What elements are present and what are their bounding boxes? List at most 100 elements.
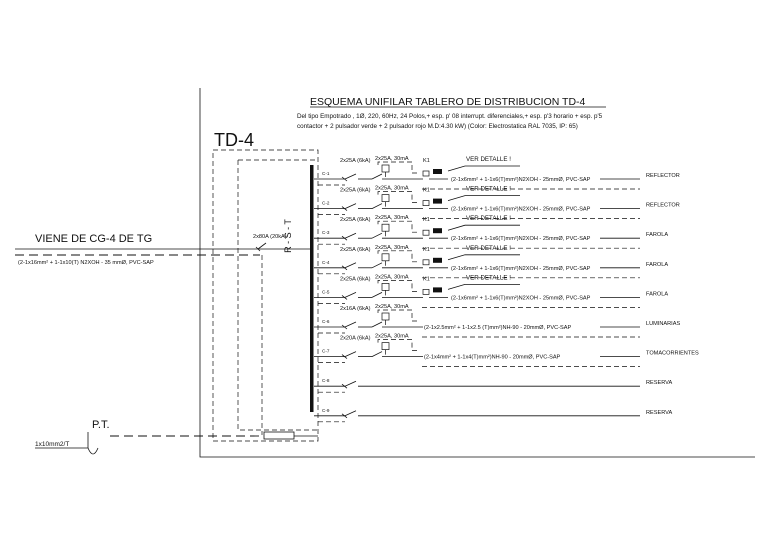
differential-label: 2x25A, 30mA [375,186,409,192]
main-busbar [310,165,314,412]
differential-sensor-icon [381,312,390,321]
board-label: TD-4 [214,130,254,150]
differential-label: 2x25A, 30mA [375,304,409,310]
contactor-label: K1 [423,158,430,164]
load-label: REFLECTOR [646,173,680,179]
load-label: FAROLA [646,232,668,238]
circuit-id: C-9 [322,408,330,413]
detail-leader [447,284,520,290]
ground-symbol-icon [87,447,99,455]
breaker-trip-icon [341,235,348,241]
differential-sensor-icon [381,164,390,173]
detail-note: VER DETALLE ! [466,274,511,281]
load-label: FAROLA [646,291,668,297]
breaker-switch-icon [344,321,357,328]
breaker-trip-icon [341,295,348,300]
description-line-1: Del tipo Empotrado , 1Ø, 220, 60Hz, 24 P… [297,113,603,120]
differential-switch-icon [371,351,383,357]
differential-switch-icon [371,321,383,328]
breaker-label: 2x25A (6kA) [340,158,371,164]
detail-leader [447,195,520,201]
contactor-coil-icon [422,200,430,206]
breaker-trip-icon [341,206,348,211]
differential-sensor-icon [381,223,390,232]
differential-sensor-icon [381,253,390,262]
contactor-aux-icon [433,198,442,204]
breaker-label: 2x16A (6kA) [340,306,371,312]
breaker-switch-icon [344,232,357,239]
breaker-trip-icon [341,413,348,419]
contactor-label: K1 [423,247,430,253]
feeder-label: VIENE DE CG-4 DE TG [35,233,152,245]
circuit-cable: (2-1x6mm² + 1-1x6(T)mm²)N2XOH - 25mmØ, P… [451,295,591,301]
board-enclosure [212,149,319,442]
differential-switch-icon [371,262,383,269]
description-line-2: contactor + 2 pulsador verde + 2 pulsado… [297,123,578,130]
breaker-label: 2x25A (6kA) [340,247,371,253]
differential-label: 2x25A, 30mA [375,156,409,162]
circuit-id: C-7 [322,349,330,354]
load-label: RESERVA [646,380,672,386]
circuit-cable: (2-1x6mm² + 1-1x6(T)mm²)N2XOH - 25mmØ, P… [451,266,591,272]
contactor-aux-icon [433,287,442,293]
differential-sensor-icon [381,194,390,202]
breaker-switch-icon [344,410,357,417]
load-label: TOMACORRIENTES [646,351,699,357]
circuit-id: C-4 [322,260,330,265]
detail-leader [447,254,520,261]
detail-note: VER DETALLE ! [466,156,511,163]
differential-switch-icon [371,232,383,239]
differential-link [377,280,420,298]
contactor-label: K1 [423,188,430,194]
differential-sensor-icon [381,342,390,350]
circuit-cable: (2-1x2.5mm² + 1-1x2.5 (T)mm²)NH-90 - 20m… [424,325,571,331]
differential-switch-icon [371,173,383,180]
circuit-cable: (2-1x6mm² + 1-1x6(T)mm²)N2XOH - 25mmØ, P… [451,207,591,213]
differential-label: 2x25A, 30mA [375,215,409,221]
differential-link [377,161,420,179]
ground-bar [263,431,295,440]
detail-note: VER DETALLE ! [466,215,511,222]
breaker-trip-icon [341,383,348,389]
circuit-cable: (2-1x4mm² + 1-1x4(T)mm²)NH-90 - 20mmØ, P… [424,355,561,361]
load-label: REFLECTOR [646,203,680,209]
contactor-coil-icon [422,289,430,295]
contactor-coil-icon [422,259,430,266]
differential-link [377,309,420,327]
detail-leader [447,224,520,231]
load-label: RESERVA [646,410,672,416]
breaker-switch-icon [344,203,357,209]
contactor-coil-icon [422,170,430,177]
incoming-feeder: VIENE DE CG-4 DE TG (2-1x16mm² + 1-1x10(… [15,233,310,435]
breaker-trip-icon [341,265,348,271]
circuit-id: C-8 [322,378,330,383]
differential-switch-icon [371,292,383,298]
breaker-label: 2x25A (6kA) [340,217,371,223]
circuit-cable: (2-1x6mm² + 1-1x6(T)mm²)N2XOH - 25mmØ, P… [451,177,591,183]
breaker-trip-icon [341,176,348,182]
main-breaker-icon [257,242,267,250]
ground-label: P.T. [92,419,110,431]
main-breaker-label: 2x80A (20kA) [253,234,287,240]
circuit-id: C-1 [322,171,330,176]
differential-link [377,339,420,357]
differential-link [377,250,420,268]
breaker-trip-icon [341,324,348,330]
contactor-label: K1 [423,217,430,223]
contactor-aux-icon [433,169,442,174]
ground-connection: P.T. 1x10mm2/T [35,419,318,455]
circuit-id: C-3 [322,230,330,235]
contactor-coil-icon [422,229,430,236]
diagram-title: ESQUEMA UNIFILAR TABLERO DE DISTRIBUCION… [310,96,586,108]
detail-note: VER DETALLE ! [466,186,511,193]
breaker-label: 2x20A (6kA) [340,336,371,342]
sheet-frame [199,88,755,458]
detail-leader [447,165,520,172]
board-enclosure-inner [237,159,318,431]
breaker-label: 2x25A (6kA) [340,188,371,194]
circuit-cable: (2-1x6mm² + 1-1x6(T)mm²)N2XOH - 25mmØ, P… [451,236,591,242]
differential-label: 2x25A, 30mA [375,245,409,251]
detail-note: VER DETALLE ! [466,245,511,252]
